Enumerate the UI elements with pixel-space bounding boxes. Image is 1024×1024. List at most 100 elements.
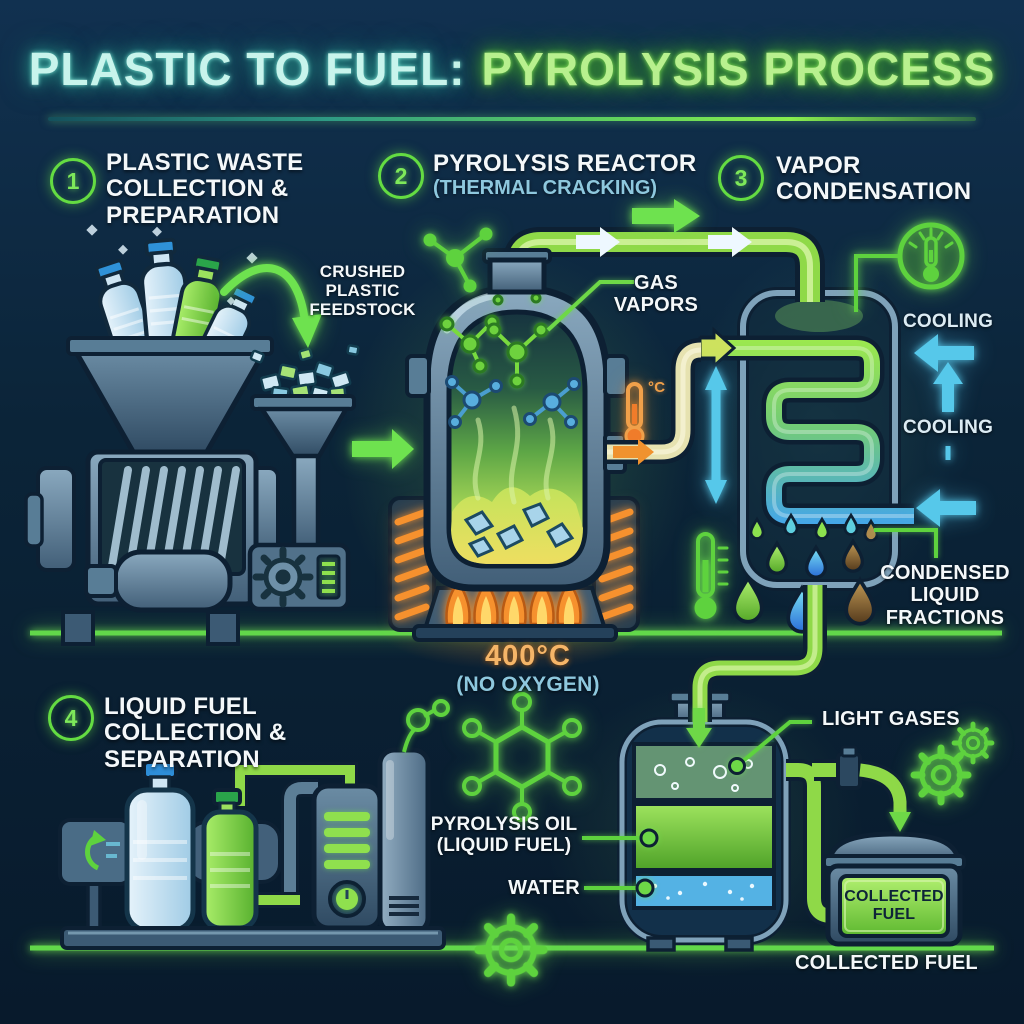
machine-leg (206, 610, 240, 646)
crushed-feedstock-label: CRUSHED PLASTIC FEEDSTOCK (309, 262, 416, 320)
burner-base (412, 624, 618, 642)
down-arrow-icon (686, 708, 712, 748)
heating-coil-left (388, 496, 436, 632)
feed-arrow-icon (352, 429, 414, 469)
pour-arrow-icon (889, 812, 911, 832)
panel-lights (322, 562, 335, 593)
cooling-upper-label: COOLING (903, 311, 994, 332)
recycle-arrow-icon (90, 830, 106, 846)
fuel-bottle-green (201, 788, 259, 931)
callout-dot (728, 757, 746, 775)
flange-right (603, 354, 629, 398)
collected-fuel-caption: COLLECTED FUEL (795, 952, 978, 974)
hopper-rim (66, 336, 274, 356)
heat-wisps (472, 405, 556, 505)
condenser-coil (700, 340, 914, 524)
flow-arrow-orange-icon (613, 439, 654, 465)
step-2-subtitle: (THERMAL CRACKING) (433, 177, 658, 199)
collected-fuel-panel-label: COLLECTED FUEL (844, 888, 944, 923)
fuel-bottle-blue (124, 760, 196, 933)
step-4-badge: 4 (48, 695, 94, 741)
step-2-badge: 2 (378, 153, 424, 199)
separator-column (311, 783, 383, 931)
molecule-icon-column (402, 699, 450, 753)
equipment-platform (60, 926, 446, 950)
gear-icon (252, 546, 314, 608)
molecule-icon-feedstock (423, 227, 493, 293)
tank-leg (724, 936, 754, 952)
funnel-spout (291, 453, 321, 551)
benzene-molecule-icon (462, 692, 582, 822)
callout-dot (635, 878, 655, 898)
machine-leg (61, 610, 95, 646)
page-title: PLASTIC TO FUEL: PYROLYSIS PROCESS (0, 42, 1024, 96)
flame-icons (445, 579, 582, 626)
condensed-fractions-label: CONDENSED LIQUID FRACTIONS (880, 562, 1010, 629)
gauge-thermometer-icon (854, 222, 965, 312)
waste-hopper (70, 347, 270, 458)
plastic-chunks (463, 502, 575, 558)
separator-tank (617, 690, 791, 952)
reactor-nozzle (487, 257, 547, 295)
title-divider (48, 117, 976, 121)
cooling-double-arrow-icon (705, 366, 727, 504)
valve-cap (840, 745, 858, 758)
vapor-glow (775, 300, 863, 332)
water-layer (632, 872, 776, 910)
light-gases-label: LIGHT GASES (822, 708, 960, 730)
cooling-arrow-left-icon (914, 334, 974, 372)
reactor-temperature-label: 400°C (485, 640, 571, 672)
condensed-label-connector (874, 528, 938, 558)
feed-funnel (257, 406, 350, 461)
step-3-title: VAPOR CONDENSATION (776, 152, 972, 206)
valve (836, 752, 862, 790)
gearbox-panel (316, 554, 341, 600)
gas-vapors-label: GAS VAPORS (613, 272, 699, 317)
vapor-flow-arrow-icon (632, 199, 700, 233)
celsius-unit-label: °C (648, 379, 666, 396)
cooling-arrow-left-icon (916, 489, 976, 527)
callout-dot (639, 828, 659, 848)
title-pyrolysis-process: PYROLYSIS PROCESS (481, 43, 996, 95)
step-1-badge: 1 (50, 158, 96, 204)
lower-roller (112, 549, 233, 613)
heating-coil-right (592, 496, 640, 632)
step-1-title: PLASTIC WASTE COLLECTION & PREPARATION (106, 149, 304, 229)
title-plastic-to-fuel: PLASTIC TO FUEL: (28, 43, 466, 95)
step-3-badge: 3 (718, 155, 764, 201)
pipes-step4 (232, 762, 358, 908)
pyrolysis-oil-label: PYROLYSIS OIL (LIQUID FUEL) (430, 814, 578, 857)
fuel-label-panel (838, 874, 950, 938)
shredder-machine (24, 224, 414, 646)
side-pipe (607, 338, 702, 465)
panel-inner-border (844, 880, 944, 932)
flow-arrow-icon (576, 227, 620, 257)
spout-pipe (836, 745, 911, 832)
separation-equipment (58, 747, 446, 950)
collected-fuel-tank (822, 831, 966, 947)
no-oxygen-label: (NO OXYGEN) (456, 673, 600, 696)
motor-cap (24, 492, 44, 548)
roller-stub (84, 564, 118, 598)
coil-entry-arrow-icon (698, 326, 737, 370)
tank-leg (646, 936, 676, 952)
gas-vapors-connector (546, 280, 634, 332)
coil-highlight (700, 346, 914, 518)
shredder-blades-icon (108, 466, 240, 570)
cooling-lower-label: COOLING (903, 417, 994, 438)
flow-arrow-icon (708, 227, 752, 257)
cooling-arrows (705, 334, 976, 527)
flange-left (405, 354, 431, 398)
curved-arrow-icon (220, 264, 322, 348)
callout-connectors (582, 720, 812, 898)
condenser-unit (694, 222, 976, 634)
step-4-title: LIQUID FUEL COLLECTION & SEPARATION (104, 693, 287, 773)
step-2-title: PYROLYSIS REACTOR (433, 150, 697, 177)
drain-pipe (688, 585, 827, 722)
water-label: WATER (508, 877, 580, 899)
distillation-column (377, 747, 431, 935)
cooling-arrow-up-icon (933, 362, 963, 412)
thermometer-icon-cooling (694, 532, 729, 619)
